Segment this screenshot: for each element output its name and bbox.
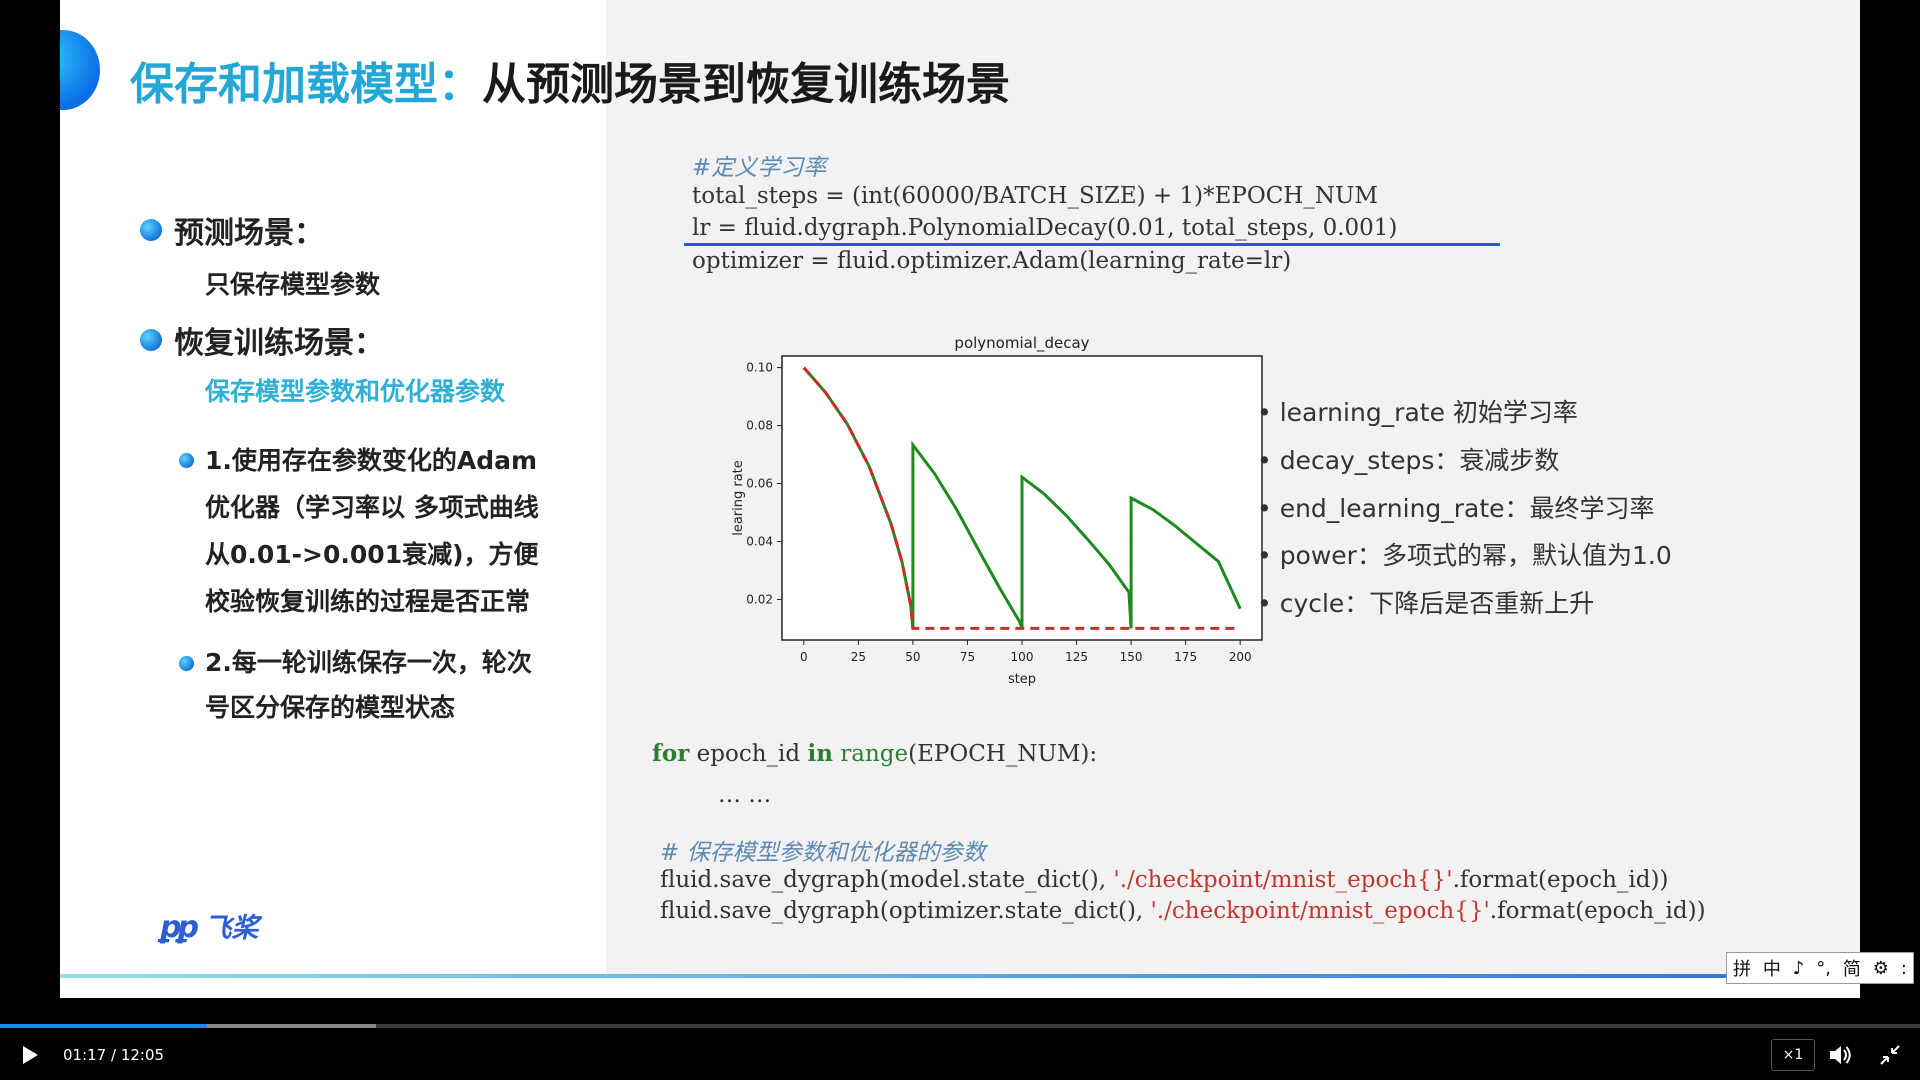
time-display: 01:17 / 12:05 <box>63 1046 165 1064</box>
code-call-end: .format(epoch_id)) <box>1452 867 1669 893</box>
highlight-underline <box>684 243 1500 246</box>
code-for-loop: for epoch_id in range(EPOCH_NUM): <box>652 740 1097 767</box>
play-icon[interactable] <box>20 1045 40 1065</box>
param-item-decay-steps: • decay_steps：衰减步数 <box>1257 446 1560 475</box>
subpoint-line: 从0.01->0.001衰减)，方便 <box>205 540 539 569</box>
title-highlight: 保存和加载模型： <box>130 59 482 110</box>
paddle-logo: ꝑꝑ 飞桨 <box>160 906 258 945</box>
x-tick-label: 0 <box>800 650 808 664</box>
logo-text: 飞桨 <box>204 913 259 944</box>
bullet-prediction: 预测场景： <box>140 208 324 252</box>
y-tick-label: 0.02 <box>746 592 773 606</box>
code-call-end: .format(epoch_id)) <box>1489 898 1706 924</box>
bullet-dot-icon <box>140 219 162 241</box>
bullet-dot-icon <box>140 329 162 351</box>
ime-moon-icon[interactable]: ♪ <box>1792 957 1805 979</box>
chart-title: polynomial_decay <box>954 334 1089 353</box>
x-tick-label: 50 <box>905 650 920 664</box>
subpoint-line: 号区分保存的模型状态 <box>205 693 456 722</box>
subpoint-line: 2.每一轮训练保存一次，轮次 <box>205 648 532 677</box>
y-tick-label: 0.06 <box>746 477 773 491</box>
decorative-circle <box>60 30 100 110</box>
slide-title: 保存和加载模型：从预测场景到恢复训练场景 <box>130 48 1010 112</box>
code-keyword: for <box>652 740 690 767</box>
ime-punctuation-icon[interactable]: °, <box>1816 957 1831 979</box>
subpoint-line: 1.使用存在参数变化的Adam <box>205 446 538 475</box>
param-item-cycle: • cycle：下降后是否重新上升 <box>1257 589 1595 618</box>
param-item-end-lr: • end_learning_rate：最终学习率 <box>1257 494 1655 523</box>
y-tick-label: 0.10 <box>746 361 773 375</box>
bullet-resume-training: 恢复训练场景： <box>140 318 384 362</box>
code-line-optimizer: optimizer = fluid.optimizer.Adam(learnin… <box>692 248 1292 274</box>
x-tick-label: 200 <box>1229 650 1252 664</box>
x-tick-label: 175 <box>1174 650 1197 664</box>
code-line-total-steps: total_steps = (int(60000/BATCH_SIZE) + 1… <box>692 183 1378 209</box>
code-comment-save: # 保存模型参数和优化器的参数 <box>660 840 986 866</box>
bullet-label: 恢复训练场景： <box>174 326 384 361</box>
progress-played <box>0 1024 208 1028</box>
x-tick-label: 100 <box>1011 650 1034 664</box>
progress-bar[interactable] <box>0 1024 1920 1028</box>
title-rest: 从预测场景到恢复训练场景 <box>482 59 1010 110</box>
series-line-non-cycle <box>802 366 1241 630</box>
param-item-learning-rate: • learning_rate 初始学习率 <box>1257 398 1578 427</box>
ime-toolbar[interactable]: 拼 中 ♪ °, 简 ⚙ : <box>1726 952 1914 984</box>
chart-y-label: learing rate <box>731 460 746 536</box>
bullet-label: 预测场景： <box>174 216 324 251</box>
code-ellipsis: … … <box>718 782 772 808</box>
code-string: './checkpoint/mnist_epoch{}' <box>1113 867 1453 893</box>
code-comment-lr: #定义学习率 <box>692 155 827 181</box>
code-keyword: in <box>807 740 833 767</box>
volume-icon[interactable] <box>1828 1044 1852 1066</box>
y-tick-label: 0.04 <box>746 534 773 548</box>
subpoint-dot-icon <box>179 656 194 671</box>
x-tick-label: 125 <box>1065 650 1088 664</box>
x-tick-label: 150 <box>1120 650 1143 664</box>
ime-settings-icon[interactable]: ⚙ <box>1872 957 1889 979</box>
subpoint-2: 2.每一轮训练保存一次，轮次 号区分保存的模型状态 <box>205 640 532 730</box>
code-save-model: fluid.save_dygraph(model.state_dict(), '… <box>660 867 1668 893</box>
code-string: './checkpoint/mnist_epoch{}' <box>1150 898 1490 924</box>
param-item-power: • power：多项式的幂，默认值为1.0 <box>1257 541 1672 570</box>
subpoint-dot-icon <box>179 453 194 468</box>
subpoint-1: 1.使用存在参数变化的Adam 优化器（学习率以 多项式曲线 从0.01->0.… <box>205 437 539 625</box>
subpoint-line: 校验恢复训练的过程是否正常 <box>205 587 531 616</box>
x-tick-label: 75 <box>960 650 975 664</box>
player-control-bar <box>0 1024 1920 1080</box>
y-tick-label: 0.08 <box>746 419 773 433</box>
slide-bottom-line <box>60 974 1860 978</box>
playback-speed-button[interactable]: ×1 <box>1771 1039 1815 1071</box>
paddle-logo-mark: ꝑꝑ <box>160 910 199 945</box>
code-call: fluid.save_dygraph(model.state_dict(), <box>660 867 1114 893</box>
code-builtin: range <box>840 741 909 767</box>
ime-more-icon[interactable]: : <box>1900 957 1907 979</box>
bullet-sub-prediction: 只保存模型参数 <box>205 270 381 299</box>
code-rest: (EPOCH_NUM): <box>908 741 1098 767</box>
subpoint-line: 优化器（学习率以 多项式曲线 <box>205 493 539 522</box>
ime-chinese-mode[interactable]: 中 <box>1762 959 1781 980</box>
code-var: epoch_id <box>696 741 801 767</box>
ime-simplified-mode[interactable]: 简 <box>1842 959 1861 980</box>
code-save-optimizer: fluid.save_dygraph(optimizer.state_dict(… <box>660 898 1706 924</box>
code-line-lr: lr = fluid.dygraph.PolynomialDecay(0.01,… <box>692 215 1398 241</box>
slide: 保存和加载模型：从预测场景到恢复训练场景 预测场景： 只保存模型参数 恢复训练场… <box>60 0 1860 998</box>
chart-x-label: step <box>1008 672 1036 687</box>
x-tick-label: 25 <box>851 650 866 664</box>
bullet-sub-resume: 保存模型参数和优化器参数 <box>205 377 506 406</box>
exit-fullscreen-icon[interactable] <box>1880 1045 1900 1065</box>
ime-pinyin-icon[interactable]: 拼 <box>1732 959 1751 980</box>
code-call: fluid.save_dygraph(optimizer.state_dict(… <box>660 898 1151 924</box>
